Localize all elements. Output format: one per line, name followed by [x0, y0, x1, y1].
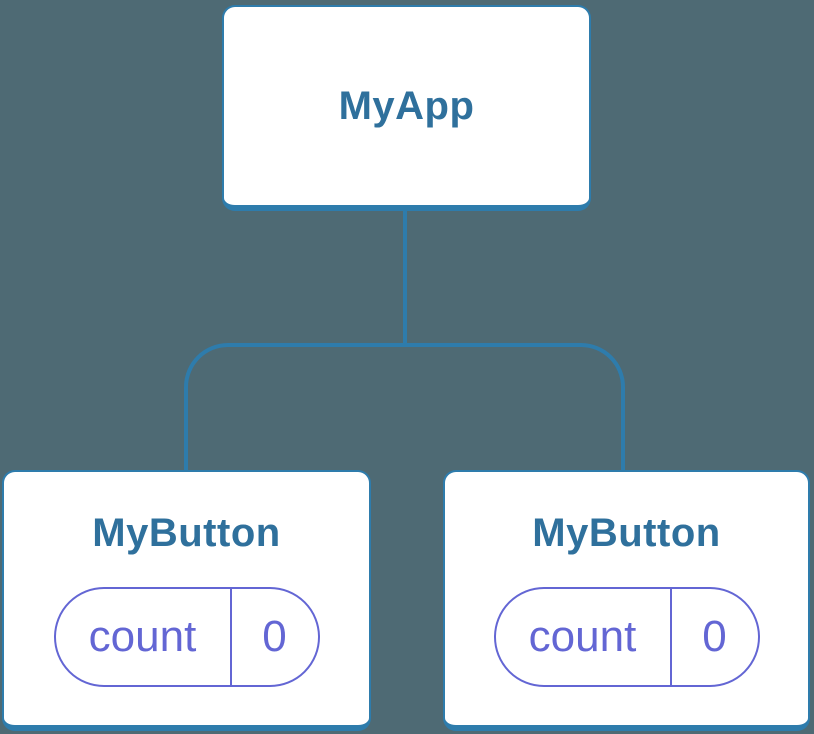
state-name: count	[528, 611, 637, 661]
root-component-title: MyApp	[338, 84, 475, 128]
state-value: 0	[229, 588, 318, 685]
state-pill: count 0	[493, 586, 760, 687]
state-name: count	[88, 611, 197, 661]
connector-bracket	[184, 343, 625, 470]
child-component-card-left: MyButton count 0	[2, 470, 371, 731]
child-component-title: MyButton	[532, 510, 721, 555]
state-value: 0	[669, 588, 758, 685]
connector-stem	[403, 211, 407, 345]
child-component-card-right: MyButton count 0	[443, 470, 810, 731]
state-pill: count 0	[53, 586, 320, 687]
root-component-card: MyApp	[222, 5, 591, 211]
child-component-title: MyButton	[92, 510, 281, 555]
